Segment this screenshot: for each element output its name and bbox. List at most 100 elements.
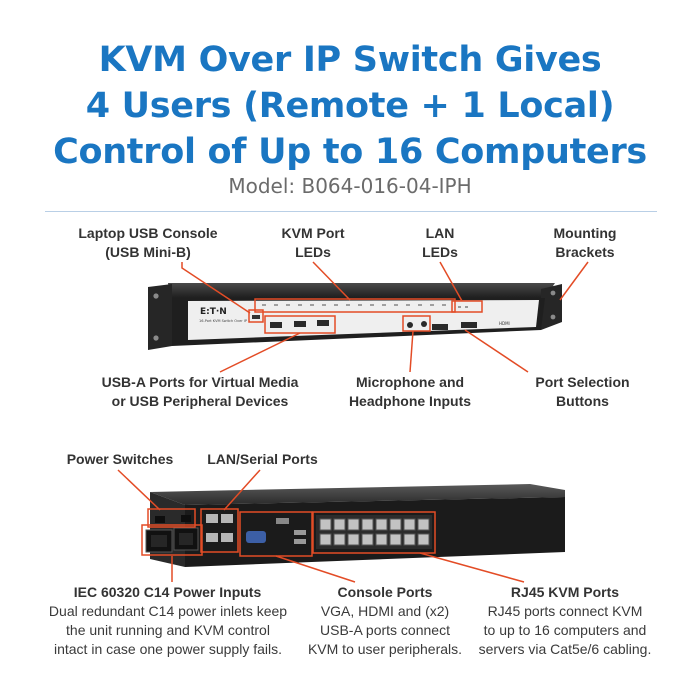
kvm-port-led — [334, 304, 338, 306]
leader-usb-a — [219, 332, 301, 373]
rj45-kvm-port[interactable] — [333, 518, 346, 531]
headline-line-1: KVM Over IP Switch Gives — [98, 40, 602, 80]
label-line: or USB Peripheral Devices — [111, 393, 289, 409]
kvm-port-led — [286, 304, 290, 306]
kvm-port-led — [346, 304, 350, 306]
leader-rj45 — [419, 552, 525, 583]
label-line: Mounting — [553, 225, 617, 241]
vga-port[interactable] — [246, 531, 266, 543]
rear-callouts — [141, 508, 436, 557]
front-chassis-top — [168, 283, 555, 298]
front-leader-lines — [181, 261, 589, 373]
kvm-port-led — [430, 304, 434, 306]
rj45-ports — [319, 518, 430, 546]
left-mounting-bracket — [148, 284, 172, 350]
desc-line: RJ45 ports connect KVM — [487, 603, 643, 619]
usb-a-port[interactable] — [270, 322, 282, 328]
rj45-kvm-port[interactable] — [403, 533, 416, 546]
desc-line: the unit running and KVM control — [66, 622, 270, 638]
bracket-screw — [153, 293, 159, 299]
rj45-kvm-port[interactable] — [375, 533, 388, 546]
rj45-kvm-port[interactable] — [389, 518, 402, 531]
label-line: LAN — [425, 225, 455, 241]
rear-leader-lines — [117, 469, 525, 583]
kvm-port-leds — [262, 304, 446, 306]
kvm-port-led — [442, 304, 446, 306]
callout-box-kvm-leds — [254, 298, 456, 313]
leader-kvm-leds — [312, 261, 351, 301]
rj45-kvm-port[interactable] — [347, 518, 360, 531]
rj45-kvm-port[interactable] — [333, 533, 346, 546]
leader-console-ports — [275, 555, 356, 583]
port-select-button[interactable] — [432, 324, 448, 330]
callout-box-power-switches — [147, 508, 196, 528]
usb-a-port[interactable] — [294, 321, 306, 327]
label-lan-leds: LAN LEDs — [400, 224, 480, 262]
label-microphone-headphone: Microphone and Headphone Inputs — [335, 373, 485, 411]
label-line: Laptop USB Console — [78, 225, 218, 241]
port-select-button[interactable] — [461, 322, 477, 328]
callout-box-rj45 — [312, 511, 436, 554]
label-power-inputs: IEC 60320 C14 Power Inputs — [73, 584, 262, 600]
power-switch-2[interactable] — [181, 515, 191, 522]
rj45-kvm-port[interactable] — [347, 533, 360, 546]
lan-port[interactable] — [221, 514, 233, 523]
desc-line: USB-A ports connect — [320, 622, 450, 638]
label-line: USB-A Ports for Virtual Media — [101, 374, 299, 390]
callout-box-mic — [402, 315, 431, 332]
leader-power-switches — [117, 469, 161, 511]
kvm-port-led — [262, 304, 266, 306]
label-line: Brackets — [555, 244, 615, 260]
model-number: Model: B064-016-04-IPH — [228, 174, 472, 198]
desc-console-ports: VGA, HDMI and (x2) USB-A ports connect K… — [300, 602, 470, 659]
kvm-port-led — [406, 304, 410, 306]
label-line: Buttons — [556, 393, 609, 409]
desc-rj45-kvm-ports: RJ45 ports connect KVM to up to 16 compu… — [470, 602, 660, 659]
lan-port[interactable] — [206, 514, 218, 523]
leader-lan-leds — [439, 261, 463, 302]
desc-line: Dual redundant C14 power inlets keep — [48, 603, 288, 619]
desc-line: intact in case one power supply fails. — [53, 641, 282, 657]
usb-a-port[interactable] — [317, 320, 329, 326]
rj45-kvm-port[interactable] — [417, 518, 430, 531]
rj45-kvm-port[interactable] — [361, 533, 374, 546]
front-unit: E:T·N 16-Port KVM Switch Over IP HDMI — [148, 261, 589, 373]
label-line: Port Selection — [535, 374, 630, 390]
rj45-kvm-port[interactable] — [361, 518, 374, 531]
bracket-screw — [153, 335, 159, 341]
rj45-kvm-port[interactable] — [319, 518, 332, 531]
right-mounting-bracket — [541, 284, 562, 330]
bracket-screw — [550, 290, 556, 296]
rj45-kvm-port[interactable] — [375, 518, 388, 531]
hdmi-port[interactable] — [276, 518, 289, 524]
headline-line-3: Control of Up to 16 Computers — [53, 132, 647, 172]
kvm-port-led — [310, 304, 314, 306]
console-usb-port[interactable] — [294, 539, 306, 544]
console-usb-port[interactable] — [294, 530, 306, 535]
kvm-port-led — [382, 304, 386, 306]
rj45-kvm-port[interactable] — [417, 533, 430, 546]
power-switch-1[interactable] — [155, 516, 165, 523]
headphone-jack[interactable] — [421, 321, 427, 327]
label-line: LEDs — [422, 244, 458, 260]
desc-line: to up to 16 computers and — [483, 622, 647, 638]
rj45-kvm-port[interactable] — [319, 533, 332, 546]
kvm-port-led — [394, 304, 398, 306]
mini-usb-port[interactable] — [252, 315, 260, 319]
hdmi-label: HDMI — [499, 321, 510, 326]
panel-model-text: 16-Port KVM Switch Over IP — [199, 319, 247, 323]
callout-box-mini-usb — [248, 309, 264, 323]
label-power-switches: Power Switches — [66, 451, 174, 467]
label-line: KVM Port — [281, 225, 345, 241]
rj45-kvm-port[interactable] — [389, 533, 402, 546]
microphone-jack[interactable] — [407, 322, 413, 328]
lan-led — [465, 306, 468, 308]
label-console-ports: Console Ports — [337, 584, 433, 600]
label-usb-a-ports: USB-A Ports for Virtual Media or USB Per… — [80, 373, 320, 411]
serial-port[interactable] — [206, 533, 218, 542]
serial-port[interactable] — [221, 533, 233, 542]
kvm-port-led — [418, 304, 422, 306]
rj45-kvm-port[interactable] — [403, 518, 416, 531]
callout-box-lan-serial — [200, 508, 239, 553]
